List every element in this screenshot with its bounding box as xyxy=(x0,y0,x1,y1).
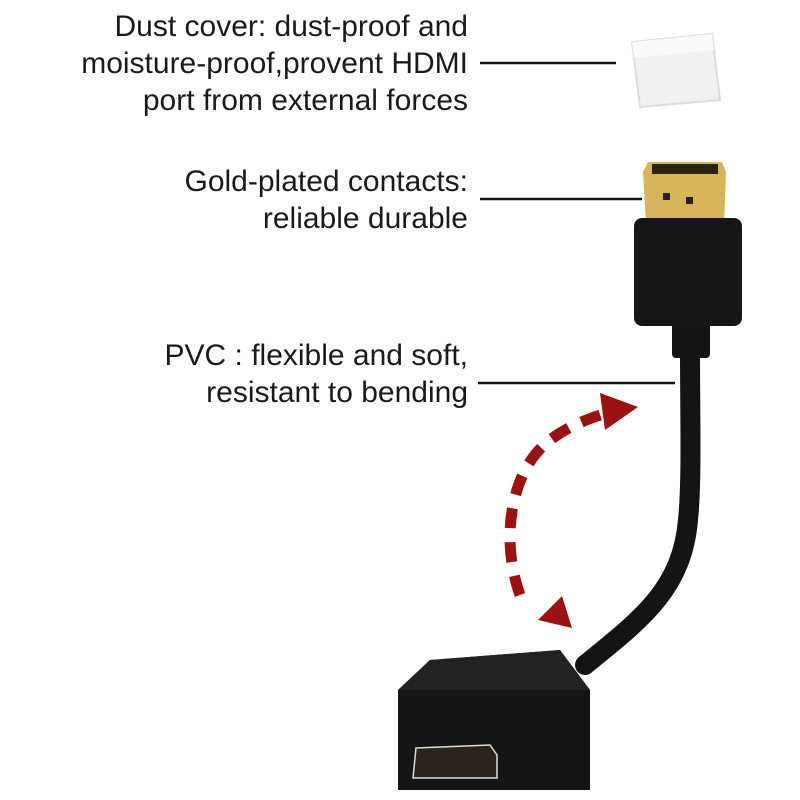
bend-arrow-icon xyxy=(504,393,638,628)
callout-line: port from external forces xyxy=(142,84,468,117)
callout-gold-contacts: Gold-plated contacts: reliable durable xyxy=(185,163,469,237)
callout-line: Dust cover: dust-proof and xyxy=(114,10,468,43)
callout-line: moisture-proof,provent HDMI xyxy=(81,47,468,80)
callout-line: Gold-plated contacts: xyxy=(184,165,469,198)
dust-cover-image xyxy=(630,32,722,109)
callout-line: resistant to bending xyxy=(206,376,468,409)
callout-line: reliable durable xyxy=(262,202,468,235)
callout-dust-cover: Dust cover: dust-proof and moisture-proo… xyxy=(81,8,468,119)
callout-line: PVC : flexible and soft, xyxy=(164,339,469,372)
cable-image xyxy=(398,162,742,790)
callout-pvc: PVC : flexible and soft, resistant to be… xyxy=(165,337,469,411)
leader-lines xyxy=(478,61,675,385)
